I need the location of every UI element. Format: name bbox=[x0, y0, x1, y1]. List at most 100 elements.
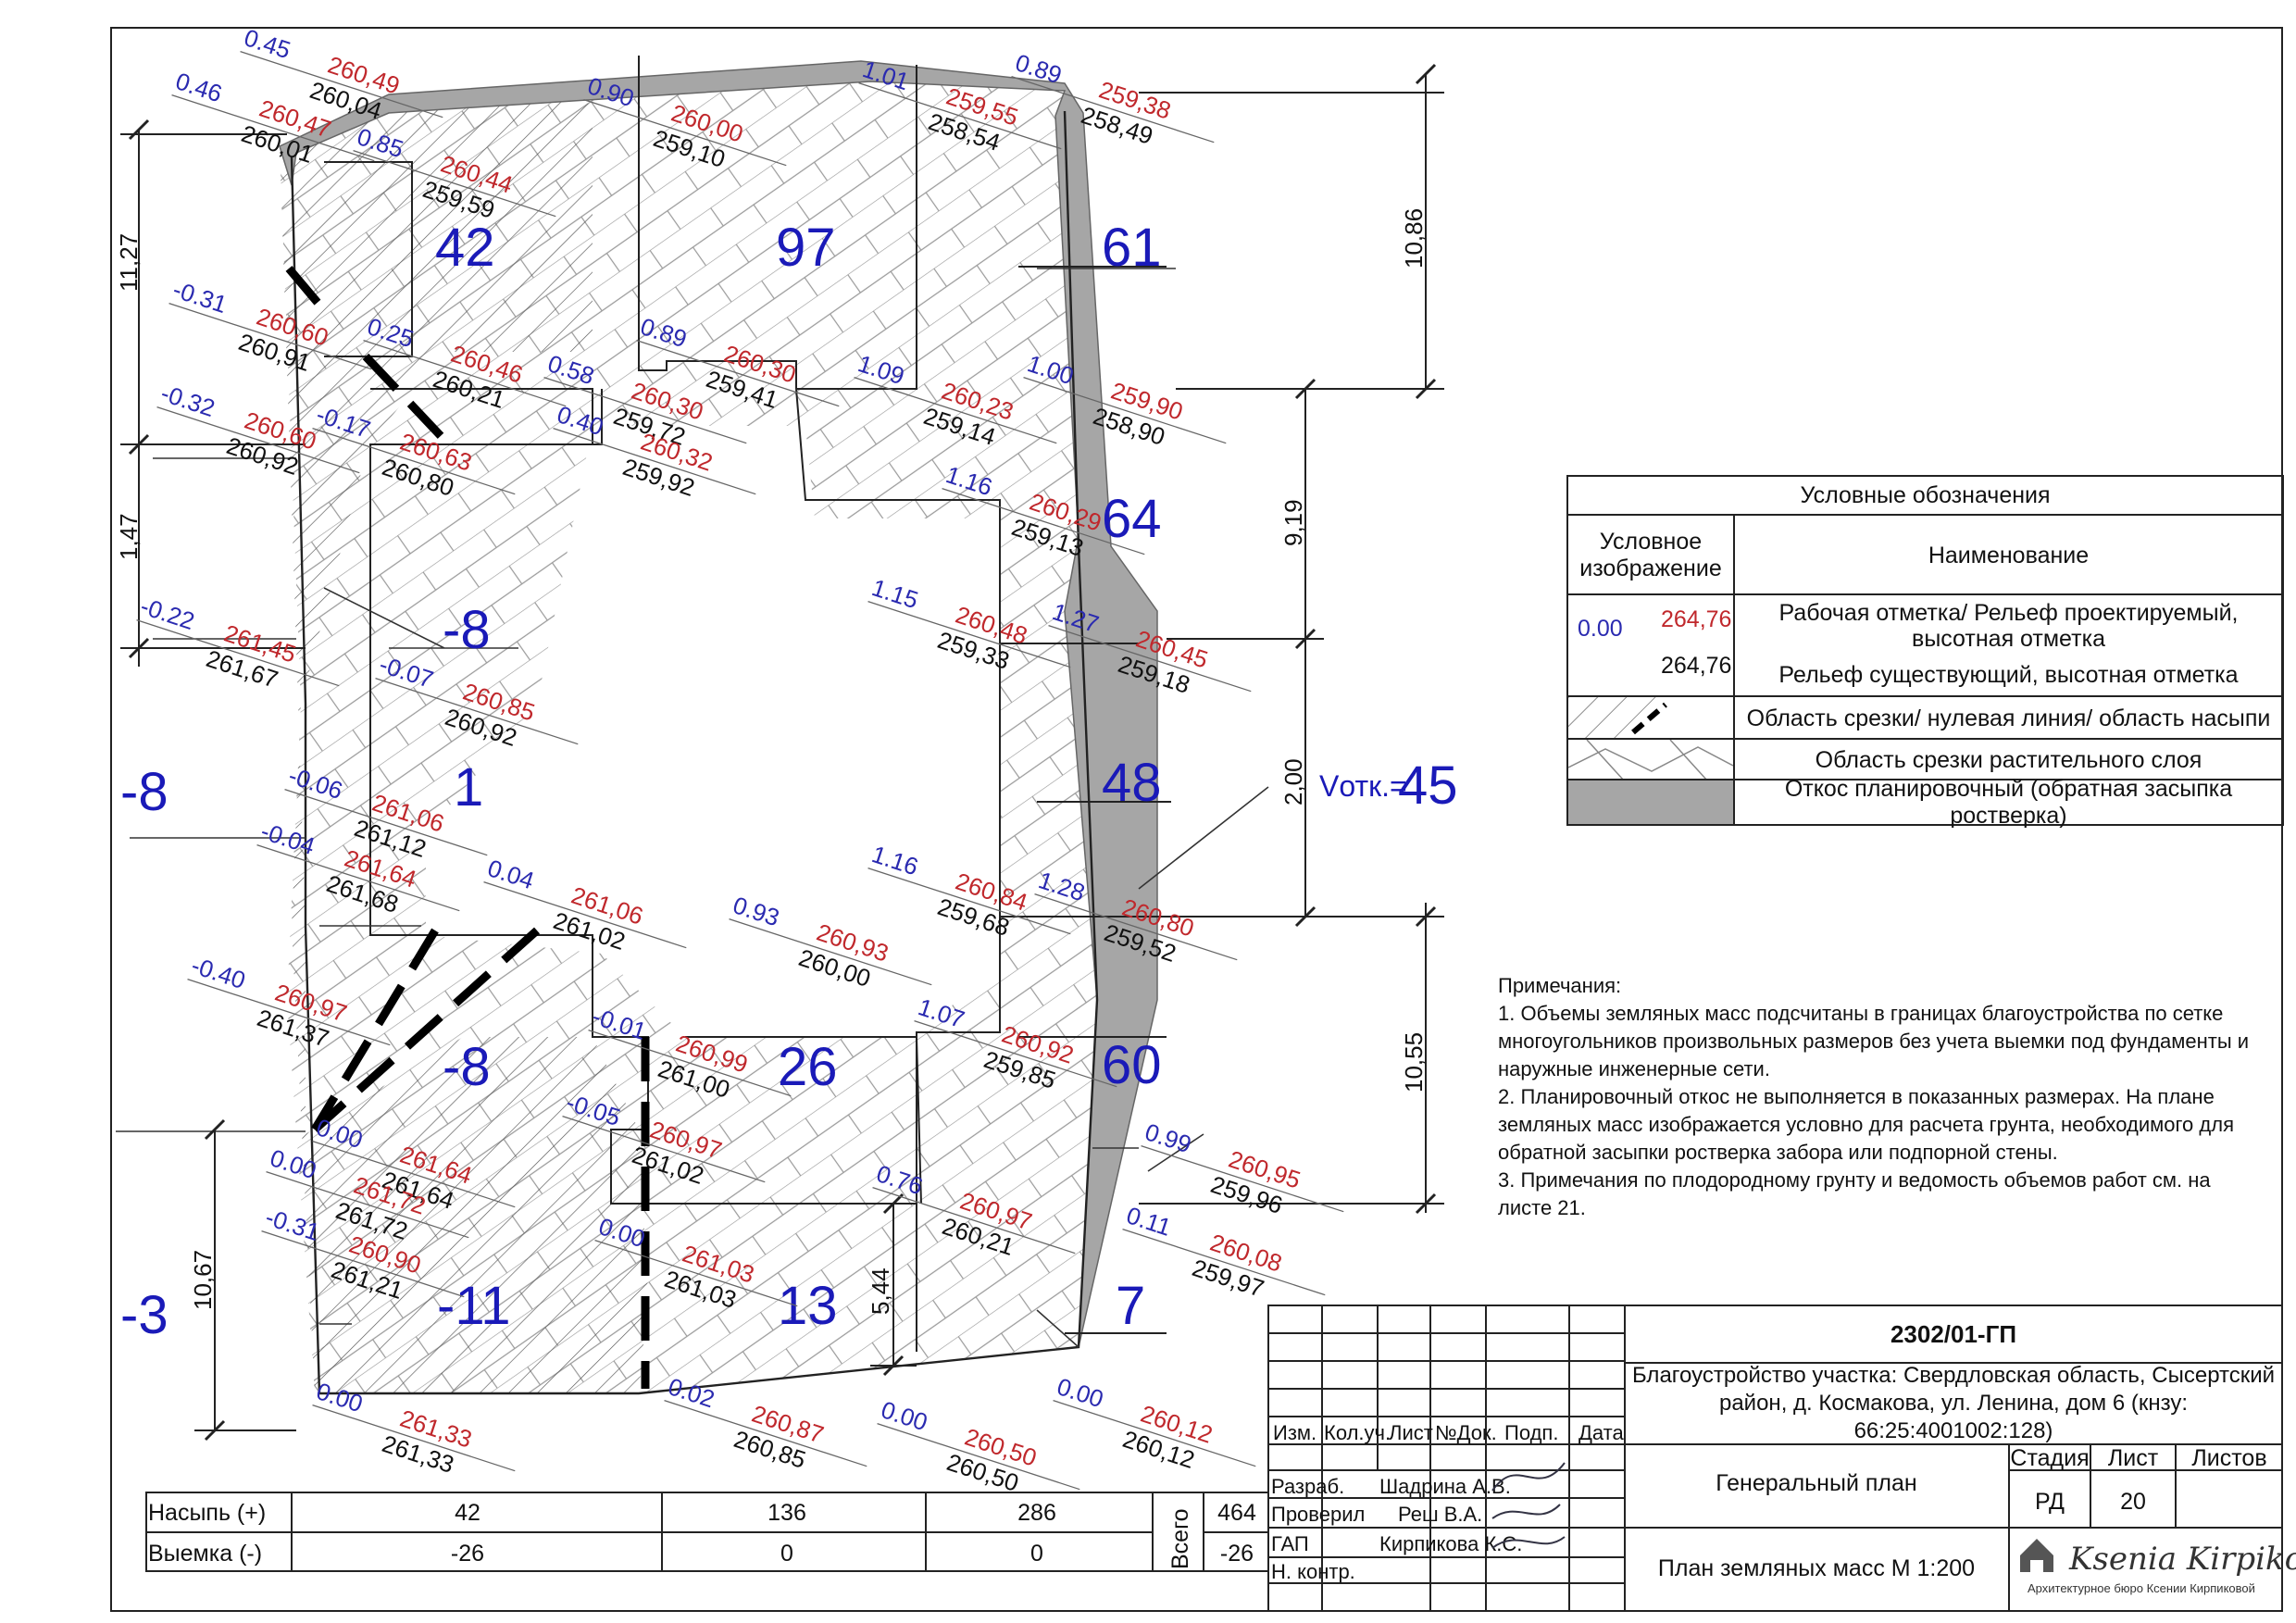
elevation-leader bbox=[854, 376, 1057, 444]
legend-row: Область срезки растительного слоя bbox=[1568, 738, 2282, 780]
legend-row-text: Откос планировочный (обратная засыпка ро… bbox=[1784, 775, 2233, 829]
cut-cell: 0 bbox=[1030, 1541, 1043, 1567]
zone-volume: -3 bbox=[120, 1285, 168, 1345]
elevation-leader bbox=[256, 843, 460, 912]
dim-2-00: 2,00 bbox=[1279, 758, 1307, 805]
elevation-leader bbox=[1034, 893, 1238, 961]
elevation-leader bbox=[664, 1399, 867, 1467]
dim-10-55: 10,55 bbox=[1400, 1032, 1428, 1092]
elevation-leader bbox=[363, 339, 567, 407]
legend-row-text: Область срезки растительного слоя bbox=[1815, 746, 2202, 773]
fill-cell: 136 bbox=[767, 1500, 806, 1526]
fill-cell: 42 bbox=[455, 1500, 480, 1526]
elevation-leader bbox=[353, 149, 556, 218]
elevation-leader bbox=[543, 376, 747, 444]
work-mark: 0.99 bbox=[1142, 1117, 1194, 1158]
elevation-leader bbox=[914, 1019, 1117, 1088]
notes-heading: Примечания: bbox=[1498, 974, 1622, 997]
zone-volume: -8 bbox=[443, 1037, 491, 1097]
dim-11-27: 11,27 bbox=[115, 233, 143, 292]
zone-volume: 7 bbox=[1116, 1276, 1145, 1336]
elevation-leader bbox=[583, 98, 787, 167]
cut-cell: 0 bbox=[780, 1541, 793, 1567]
header-podp: Подп. bbox=[1504, 1421, 1558, 1444]
zone-volume: 48 bbox=[1102, 753, 1162, 813]
work-mark: -0.22 bbox=[137, 592, 198, 635]
elevation-leader bbox=[284, 788, 488, 856]
elevation-leader bbox=[168, 302, 372, 370]
role-razrab: Разраб. bbox=[1271, 1475, 1344, 1498]
zone-volume: 61 bbox=[1102, 218, 1162, 278]
zone-volume: 1 bbox=[454, 757, 483, 818]
legend-row: Область срезки/ нулевая линия/ область н… bbox=[1568, 695, 2282, 740]
header-kol: Кол.уч. bbox=[1324, 1421, 1391, 1444]
elevation-leader bbox=[171, 94, 375, 162]
elevation-leader bbox=[312, 1404, 516, 1472]
slope-volume-label: Vотк.= bbox=[1319, 769, 1407, 803]
elevation-leader bbox=[312, 427, 516, 495]
dim-9-19: 9,19 bbox=[1279, 499, 1307, 546]
elevation-leader bbox=[867, 867, 1071, 935]
drawing-code: 2302/01-ГП bbox=[1890, 1320, 2016, 1348]
dim-5-44: 5,44 bbox=[867, 1267, 894, 1315]
dim-10-86: 10,86 bbox=[1400, 208, 1428, 268]
section-title: Генеральный план bbox=[1716, 1470, 1916, 1496]
dim-10-67: 10,67 bbox=[189, 1250, 217, 1310]
dimension-lines bbox=[120, 74, 1444, 1431]
zone-volume: 13 bbox=[778, 1276, 838, 1336]
elevation-leader bbox=[1141, 1144, 1344, 1213]
legend-col2: Наименование bbox=[1928, 542, 2090, 568]
elevation-leader bbox=[312, 1140, 516, 1208]
sheet-value: 20 bbox=[2120, 1489, 2146, 1515]
signature-strokes bbox=[1491, 1462, 1566, 1549]
elevation-leader bbox=[636, 339, 840, 407]
cut-total: -26 bbox=[1220, 1541, 1254, 1567]
role-proveril: Проверил bbox=[1271, 1503, 1365, 1526]
work-mark: 0.00 bbox=[878, 1395, 930, 1436]
slope-volume-value: 45 bbox=[1398, 755, 1458, 816]
legend-sample-existing: 264,76 bbox=[1661, 653, 1732, 679]
zone-volume: 42 bbox=[435, 218, 495, 278]
elevation-leader bbox=[240, 50, 443, 119]
elevation-leader bbox=[942, 487, 1145, 556]
legend-col1: Условное изображение bbox=[1568, 516, 1735, 595]
zone-volume: 64 bbox=[1102, 489, 1162, 549]
name-proveril: Реш В.А. bbox=[1398, 1503, 1482, 1526]
work-mark: 0.45 bbox=[241, 23, 293, 64]
logo-subtitle: Архитектурное бюро Ксении Кирпиковой bbox=[2028, 1581, 2255, 1595]
note-item: 3. Примечания по плодородному грунту и в… bbox=[1498, 1168, 2211, 1219]
zone-volume: 97 bbox=[776, 218, 836, 278]
legend-row-text: Рельеф существующий, высотная отметка bbox=[1778, 661, 2239, 688]
legend-row: 0.00 264,76 Рабочая отметка/ Рельеф прое… bbox=[1568, 593, 2282, 656]
work-mark: -0.31 bbox=[169, 275, 231, 318]
cut-cell: -26 bbox=[451, 1541, 484, 1567]
stage-value: РД bbox=[2035, 1489, 2065, 1515]
elevation-leader bbox=[858, 81, 1062, 150]
sheet-label: Лист bbox=[2108, 1445, 2159, 1471]
note-item: 2. Планировочный откос не выполняется в … bbox=[1498, 1085, 2234, 1164]
header-izm: Изм. bbox=[1273, 1421, 1316, 1444]
legend-header-row: Условное изображение Наименование bbox=[1568, 514, 2282, 595]
work-mark: -0.40 bbox=[188, 951, 249, 994]
elevation-leader bbox=[483, 880, 687, 949]
legend: Условные обозначения Условное изображени… bbox=[1566, 475, 2284, 829]
dimension-ticks bbox=[128, 63, 1437, 1442]
elevation-leader bbox=[877, 1422, 1080, 1491]
zone-volume: -11 bbox=[437, 1276, 511, 1336]
elevation-leader bbox=[1023, 376, 1227, 444]
logo-text: Ksenia Kirpikova bbox=[2068, 1541, 2296, 1578]
elevation-leader bbox=[266, 1170, 469, 1239]
site-plan bbox=[116, 56, 1269, 1395]
work-mark: 0.11 bbox=[1123, 1201, 1175, 1242]
legend-sample-project: 264,76 bbox=[1661, 606, 1732, 632]
legend-sample-work: 0.00 bbox=[1578, 616, 1623, 642]
cut-label: Выемка (-) bbox=[148, 1541, 262, 1567]
elevation-leader bbox=[261, 1230, 465, 1298]
project-title: Благоустройство участка: Свердловская об… bbox=[1631, 1363, 2276, 1443]
legend-row: 264,76 Рельеф существующий, высотная отм… bbox=[1568, 653, 2282, 695]
header-data: Дата bbox=[1578, 1421, 1624, 1444]
